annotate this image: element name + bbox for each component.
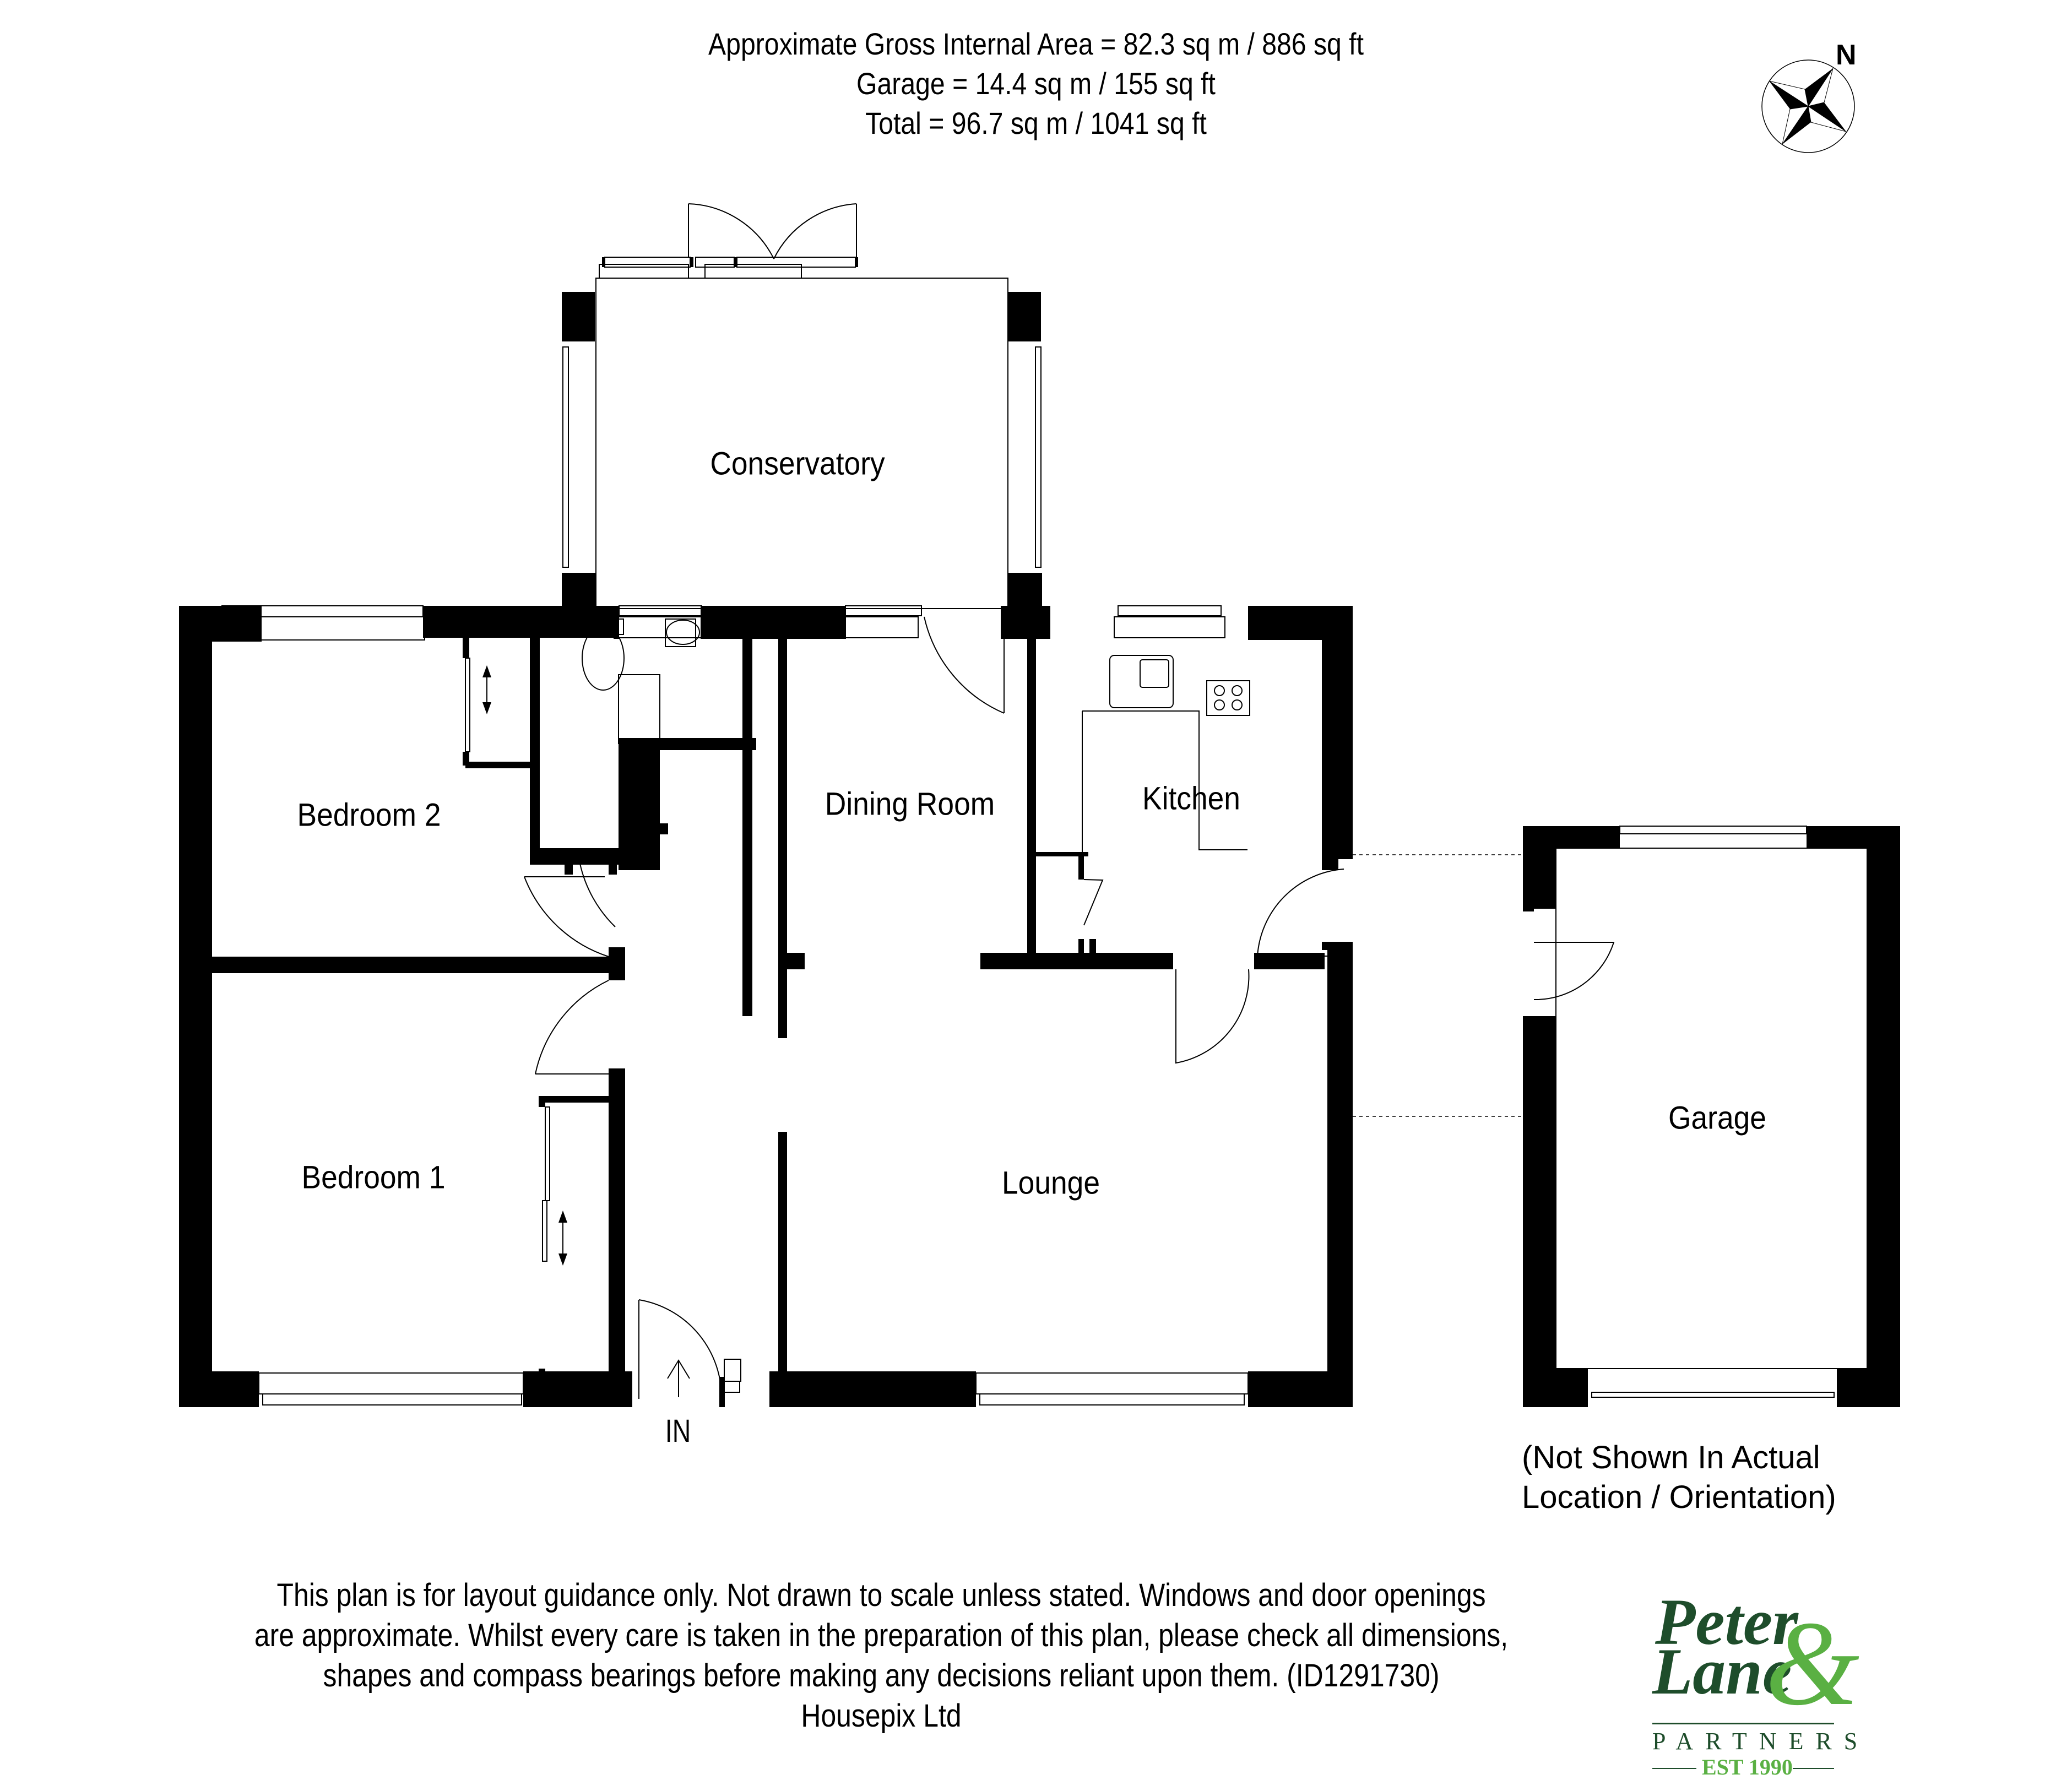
logo-rule-top — [1652, 1723, 1834, 1724]
peter-lane-partners-logo: Peter Lane & PARTNERS EST 1990 — [1647, 1585, 1859, 1779]
room-label-bedroom-2: Bedroom 2 — [297, 797, 441, 833]
entrance-label: IN — [665, 1413, 691, 1449]
disclaimer-line1: This plan is for layout guidance only. N… — [276, 1577, 1486, 1613]
gross-internal-area: Approximate Gross Internal Area = 82.3 s… — [708, 26, 1364, 61]
logo-rule-left — [1652, 1768, 1696, 1769]
logo-est: EST 1990 — [1702, 1755, 1793, 1779]
logo-rule-right — [1793, 1768, 1834, 1769]
compass-north-label: N — [1836, 39, 1857, 71]
room-label-lounge: Lounge — [1001, 1165, 1100, 1201]
total-area: Total = 96.7 sq m / 1041 sq ft — [865, 106, 1207, 140]
logo-partners: PARTNERS — [1652, 1728, 1870, 1755]
logo-word-peter: Peter — [1655, 1585, 1798, 1658]
windows-and-doors — [218, 203, 1868, 1405]
logo-ampersand: & — [1765, 1596, 1860, 1730]
room-label-bedroom-1: Bedroom 1 — [301, 1159, 446, 1196]
garage-link-lines — [1353, 854, 1523, 1117]
disclaimer-line2: are approximate. Whilst every care is ta… — [254, 1618, 1509, 1653]
room-label-dining-room: Dining Room — [825, 786, 995, 822]
room-label-kitchen: Kitchen — [1142, 780, 1240, 817]
garage-note-line2: Location / Orientation) — [1522, 1479, 1836, 1515]
compass-rose-icon — [1761, 59, 1855, 153]
room-label-conservatory: Conservatory — [710, 446, 885, 482]
garage-area: Garage = 14.4 sq m / 155 sq ft — [856, 66, 1216, 101]
wardrobe-arrows — [482, 665, 567, 1266]
garage-note-line1: (Not Shown In Actual — [1522, 1440, 1820, 1475]
entrance-arrow-icon — [667, 1359, 690, 1397]
disclaimer-line4: Housepix Ltd — [801, 1698, 962, 1734]
room-label-garage: Garage — [1668, 1100, 1766, 1136]
disclaimer: This plan is for layout guidance only. N… — [218, 1575, 1544, 1736]
logo-word-lane: Lane — [1652, 1635, 1792, 1708]
disclaimer-line3: shapes and compass bearings before makin… — [323, 1658, 1440, 1694]
